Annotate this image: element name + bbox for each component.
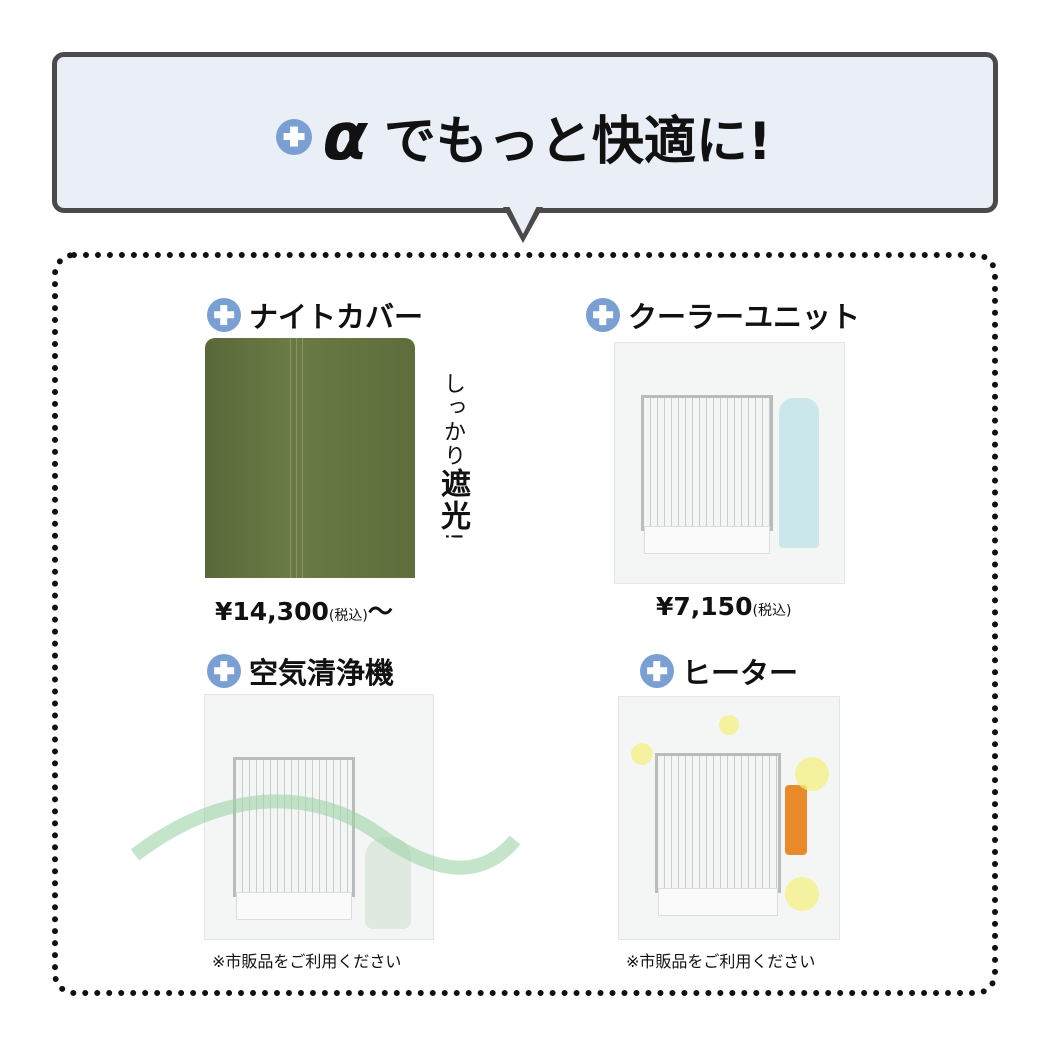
- plus-circle-icon: [586, 298, 620, 332]
- night-cover-image: [205, 338, 415, 578]
- item-price: ¥14,300(税込)～: [215, 592, 393, 628]
- tax-label: (税込): [328, 608, 368, 624]
- item-heading-night-cover: ナイトカバー: [207, 294, 423, 336]
- item-name: 空気清浄機: [249, 656, 395, 690]
- headline-text: でもっと快適に!: [383, 112, 772, 172]
- price-suffix: ～: [367, 597, 393, 626]
- tagline-end: !: [440, 532, 465, 543]
- plus-circle-icon: [276, 118, 313, 155]
- bubble-tail-fill: [509, 206, 537, 234]
- item-name: クーラーユニット: [628, 300, 861, 334]
- plus-circle-icon: [640, 654, 674, 688]
- price-value: ¥14,300: [215, 597, 329, 626]
- alpha-symbol: α: [322, 98, 368, 175]
- options-frame: [52, 252, 998, 996]
- item-heading-heater: ヒーター: [640, 650, 798, 692]
- headline: α でもっと快適に!: [0, 98, 1048, 175]
- plus-circle-icon: [207, 654, 241, 688]
- item-name: ヒーター: [682, 656, 799, 690]
- airflow-wave: [130, 794, 520, 875]
- item-note: ※市販品をご利用ください: [212, 952, 402, 971]
- heater-image: [618, 696, 840, 940]
- cooler-unit-image: [614, 342, 845, 584]
- plus-circle-icon: [207, 298, 241, 332]
- tagline-light: しっかり: [440, 372, 465, 468]
- price-value: ¥7,150: [656, 592, 753, 621]
- item-price: ¥7,150(税込): [656, 592, 791, 621]
- tagline: しっかり遮光!: [435, 372, 474, 543]
- air-purifier-image: [204, 694, 434, 940]
- item-heading-air-purifier: 空気清浄機: [207, 650, 394, 692]
- tax-label: (税込): [752, 603, 792, 619]
- item-name: ナイトカバー: [249, 300, 424, 334]
- headline-bubble: [52, 52, 998, 213]
- item-note: ※市販品をご利用ください: [626, 952, 816, 971]
- item-heading-cooler-unit: クーラーユニット: [586, 294, 860, 336]
- tagline-bold: 遮光: [435, 468, 470, 532]
